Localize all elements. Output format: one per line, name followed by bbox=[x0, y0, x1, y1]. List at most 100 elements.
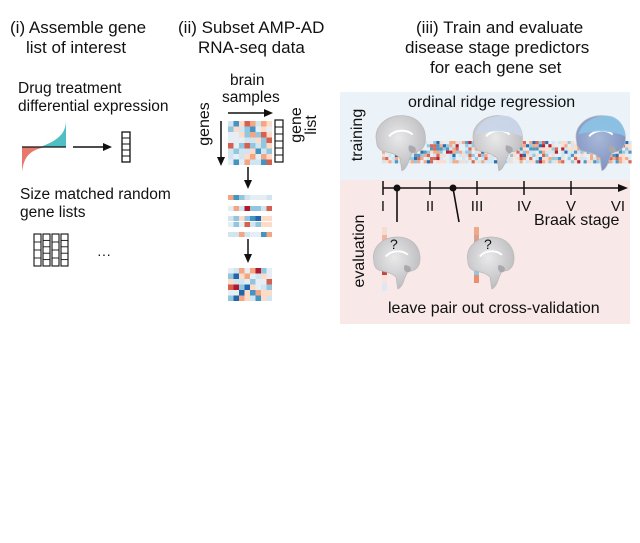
noise-cell bbox=[474, 150, 478, 154]
noise-cell bbox=[462, 160, 466, 164]
down-arrow-2-head bbox=[244, 254, 252, 263]
noise-cell bbox=[439, 150, 443, 154]
drug-label-line1: Drug treatment bbox=[18, 80, 122, 97]
noise-cell bbox=[615, 150, 619, 154]
heatmap-cell bbox=[233, 284, 239, 290]
noise-cell bbox=[583, 160, 587, 164]
heatmap-cell bbox=[266, 137, 272, 143]
random-label-line1: Size matched random bbox=[20, 186, 171, 203]
noise-cell bbox=[442, 160, 446, 164]
noise-cell bbox=[532, 147, 536, 151]
noise-cell bbox=[423, 144, 427, 148]
noise-cell bbox=[436, 141, 440, 145]
more-ellipsis: ··· bbox=[97, 246, 111, 262]
noise-cell bbox=[394, 160, 398, 164]
downregulated-area bbox=[22, 147, 46, 172]
noise-cell bbox=[519, 157, 523, 161]
noise-cell bbox=[439, 147, 443, 151]
heatmap-cell bbox=[250, 159, 256, 165]
noise-cell bbox=[542, 160, 546, 164]
noise-cell bbox=[542, 147, 546, 151]
noise-cell bbox=[538, 144, 542, 148]
noise-cell bbox=[564, 153, 568, 157]
noise-cell bbox=[513, 153, 517, 157]
noise-cell bbox=[558, 141, 562, 145]
noise-cell bbox=[458, 153, 462, 157]
training-brain-icon-2 bbox=[472, 115, 523, 171]
noise-cell bbox=[478, 153, 482, 157]
noise-cell bbox=[455, 144, 459, 148]
heatmap-cell bbox=[244, 284, 250, 290]
noise-cell bbox=[391, 160, 395, 164]
cerebellum bbox=[408, 145, 416, 154]
noise-cell bbox=[494, 157, 498, 161]
noise-cell bbox=[625, 144, 629, 148]
noise-cell bbox=[570, 150, 574, 154]
noise-cell bbox=[519, 150, 523, 154]
noise-cell bbox=[526, 144, 530, 148]
noise-cell bbox=[561, 144, 565, 148]
noise-cell bbox=[564, 160, 568, 164]
braak-stage-label-6: VI bbox=[610, 198, 626, 215]
noise-cell bbox=[452, 147, 456, 151]
heatmap-cell bbox=[244, 143, 250, 149]
noise-cell bbox=[567, 144, 571, 148]
noise-cell bbox=[484, 160, 488, 164]
noise-cell bbox=[436, 160, 440, 164]
eval-expression-bar-2-segment bbox=[474, 227, 479, 235]
noise-cell bbox=[385, 160, 389, 164]
cerebellum bbox=[505, 145, 513, 154]
heatmap-cell bbox=[228, 273, 234, 279]
validation-label: leave pair out cross-validation bbox=[388, 300, 600, 317]
noise-cell bbox=[554, 141, 558, 145]
heatmap-cell bbox=[255, 126, 261, 132]
noise-cell bbox=[586, 157, 590, 161]
noise-cell bbox=[519, 153, 523, 157]
noise-cell bbox=[481, 160, 485, 164]
heatmap-cell bbox=[239, 126, 245, 132]
noise-cell bbox=[625, 141, 629, 145]
noise-cell bbox=[471, 153, 475, 157]
noise-cell bbox=[426, 144, 430, 148]
noise-cell bbox=[577, 150, 581, 154]
heatmap-cell bbox=[261, 126, 267, 132]
heatmap-cell bbox=[244, 154, 250, 160]
heatmap-cell bbox=[239, 295, 245, 301]
heatmap-cell bbox=[239, 279, 245, 285]
noise-cell bbox=[590, 160, 594, 164]
noise-cell bbox=[446, 157, 450, 161]
noise-cell bbox=[567, 153, 571, 157]
noise-cell bbox=[580, 157, 584, 161]
noise-cell bbox=[625, 160, 629, 164]
noise-cell bbox=[612, 157, 616, 161]
heatmap-cell bbox=[239, 268, 245, 274]
noise-cell bbox=[471, 144, 475, 148]
heatmap-cell bbox=[266, 279, 272, 285]
noise-cell bbox=[420, 160, 424, 164]
noise-cell bbox=[526, 157, 530, 161]
heatmap-cell bbox=[239, 148, 245, 154]
noise-cell bbox=[449, 157, 453, 161]
heatmap-cell bbox=[255, 195, 261, 200]
heatmap-cell bbox=[244, 126, 250, 132]
heatmap-cell bbox=[233, 232, 239, 237]
noise-cell bbox=[474, 157, 478, 161]
noise-cell bbox=[452, 141, 456, 145]
noise-cell bbox=[471, 141, 475, 145]
noise-cell bbox=[612, 160, 616, 164]
heatmap-cell bbox=[244, 273, 250, 279]
noise-cell bbox=[535, 144, 539, 148]
heatmap-cell bbox=[233, 273, 239, 279]
noise-cell bbox=[554, 160, 558, 164]
heatmap-cell bbox=[228, 216, 234, 221]
heatmap-cell bbox=[255, 222, 261, 227]
noise-cell bbox=[465, 150, 469, 154]
noise-cell bbox=[433, 144, 437, 148]
heatmap-cell bbox=[239, 206, 245, 211]
subset-rows-heatmap bbox=[228, 195, 272, 237]
heatmap-cell bbox=[261, 159, 267, 165]
unknown-stage-mark-2: ? bbox=[484, 236, 492, 252]
heatmap-cell bbox=[233, 148, 239, 154]
evaluation-brain-icon-2 bbox=[467, 236, 515, 290]
noise-cell bbox=[430, 150, 434, 154]
